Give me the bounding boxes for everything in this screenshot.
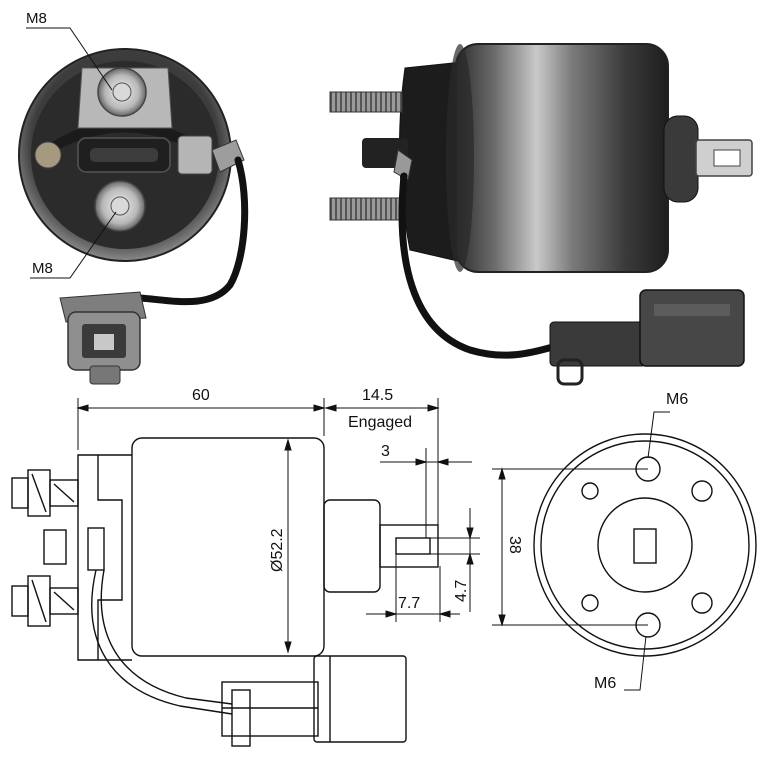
- label-m8-bottom: M8: [32, 260, 53, 277]
- label-m6-bottom: M6: [594, 675, 616, 692]
- leader-m6-bottom: [624, 635, 647, 691]
- leader-m6-top: [647, 411, 670, 459]
- drawing-clip: [87, 527, 105, 571]
- drawing-connector: [221, 655, 407, 747]
- end-hole-lower-right: [691, 592, 713, 614]
- drawing-rear-cap: [77, 454, 132, 661]
- wire: [136, 156, 249, 306]
- bolt-lower: [329, 197, 403, 221]
- dim-bolt-spacing: 38: [506, 536, 523, 554]
- end-outer-circle: [533, 433, 757, 657]
- drawing-plunger: [379, 524, 439, 568]
- end-hole-lower-left: [581, 594, 599, 612]
- dim-slot-width: 4.7: [453, 580, 470, 602]
- wire-clamp: [177, 135, 213, 175]
- end-hole-upper-right: [691, 480, 713, 502]
- stud-left: [34, 141, 62, 169]
- dimensions-end: [492, 411, 670, 691]
- end-inner-circle: [597, 497, 693, 593]
- drawing-end-view: [533, 433, 757, 657]
- front-collar: [663, 115, 699, 203]
- photo-side-view: [329, 43, 753, 386]
- drawing-side-view: [11, 437, 439, 747]
- end-hole-upper-left: [581, 482, 599, 500]
- dim-stroke: 14.5: [362, 387, 393, 404]
- dim-length: 60: [192, 387, 210, 404]
- leader-bottom: [30, 211, 117, 279]
- dim-body-diameter: Ø52.2: [269, 528, 286, 572]
- drawing-wire: [91, 569, 233, 715]
- side-connector: [549, 289, 745, 386]
- dimensions-side: [76, 398, 480, 654]
- dim-stroke-note: Engaged: [348, 414, 412, 431]
- dim-plunger-offset: 3: [381, 443, 390, 460]
- drawing-collar: [323, 499, 381, 593]
- drawing-bolt-lower: [11, 575, 79, 627]
- photo-end-view: M8 M8: [18, 10, 249, 385]
- side-wire: [398, 172, 564, 359]
- drawing-terminal: [43, 529, 67, 565]
- dim-slot-position: 7.7: [398, 595, 420, 612]
- label-m6-top: M6: [666, 391, 688, 408]
- drawing-bolt-upper: [11, 469, 79, 517]
- drawing-body: [131, 437, 325, 657]
- drawing-slot: [395, 537, 431, 555]
- leader-top: [26, 27, 113, 91]
- connector: [59, 291, 147, 385]
- bolt-upper: [329, 91, 403, 113]
- end-slot: [633, 528, 657, 564]
- solenoid-body: [455, 43, 669, 273]
- label-m8-top: M8: [26, 10, 47, 27]
